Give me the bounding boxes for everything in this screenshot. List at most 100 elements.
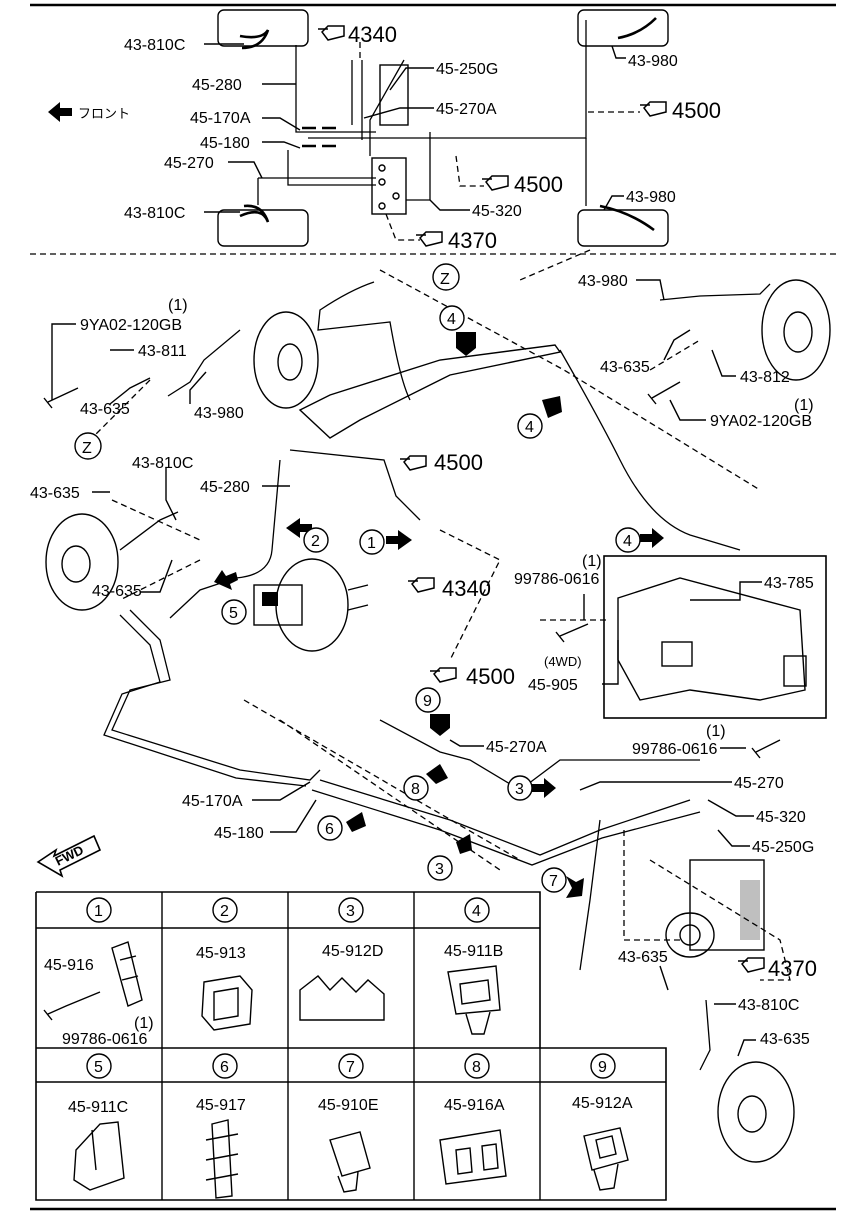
svg-text:4: 4: [525, 419, 534, 436]
svg-text:Z: Z: [82, 440, 92, 457]
arrow-9: [430, 714, 450, 736]
rotor-rear-left: [45, 513, 119, 611]
hose-front-right: [659, 283, 771, 301]
callout-8: 8: [403, 775, 429, 801]
svg-text:5: 5: [229, 605, 238, 622]
arrow-4c: [640, 528, 664, 548]
label-43-810c-top-bottom: 43-810C: [124, 205, 185, 222]
pipe-front-right: [559, 349, 741, 551]
callout-6: 6: [317, 815, 343, 841]
hose-rear-left: [119, 511, 179, 551]
hose-front-right: [617, 17, 657, 40]
svg-text:1: 1: [367, 535, 376, 552]
label-43-635-c: 43-635: [30, 485, 80, 502]
wheel-rear-left: [217, 209, 309, 247]
legend-cell-6: 6 45-917: [196, 1053, 246, 1199]
hu-outline: [371, 157, 407, 215]
ref-4340-b: 4340: [442, 576, 491, 601]
svg-text:9: 9: [423, 693, 432, 710]
svg-text:9: 9: [598, 1059, 607, 1076]
label-99786-b: 99786-0616: [632, 741, 718, 758]
wheel-front-right: [577, 9, 669, 47]
label-45-270-top: 45-270: [164, 155, 214, 172]
svg-text:3: 3: [435, 861, 444, 878]
legend-part-8: 45-916A: [444, 1097, 505, 1114]
brake-booster: [253, 558, 369, 652]
svg-text:3: 3: [515, 781, 524, 798]
label-43-635-b: 43-635: [600, 359, 650, 376]
label-43-980-c: 43-980: [194, 405, 244, 422]
pipe-master-links: [351, 60, 363, 140]
label-45-250g-top: 45-250G: [436, 61, 498, 78]
rotor-front-right: [761, 279, 831, 381]
label-43-785: 43-785: [764, 575, 814, 592]
pipe-45-270a: [379, 719, 700, 791]
svg-text:7: 7: [346, 1059, 355, 1076]
pipe-45-170a: [319, 779, 691, 856]
ref-4500-top-a: 4500: [672, 98, 721, 123]
legend-cell-3: 3 45-912D: [299, 897, 385, 1021]
callout-9: 9: [415, 687, 441, 713]
bolt-99786-b: [751, 739, 781, 759]
callout-z-left: Z: [74, 432, 102, 460]
callout-2: 2: [303, 527, 329, 553]
svg-text:2: 2: [220, 903, 229, 920]
pipe-z-front: [317, 281, 411, 401]
label-45-280-b: 45-280: [200, 479, 250, 496]
label-45-170a-b: 45-170A: [182, 793, 243, 810]
arrow-3a: [532, 778, 556, 798]
fwd-arrow-icon: FWD: [36, 834, 102, 878]
legend-cell-9: 9 45-912A: [572, 1053, 633, 1191]
label-99786-a: 99786-0616: [514, 571, 600, 588]
arrow-5: [214, 570, 238, 590]
arrow-1: [386, 530, 412, 550]
legend-cell-5: 5 45-911C: [68, 1053, 128, 1191]
label-43-812: 43-812: [740, 369, 790, 386]
arrow-2: [286, 518, 312, 538]
svg-text:(1): (1): [134, 1015, 154, 1032]
label-45-180-b: 45-180: [214, 825, 264, 842]
label-45-320-b: 45-320: [756, 809, 806, 826]
callout-7: 7: [541, 867, 567, 893]
legend-cell-8: 8 45-916A: [439, 1053, 507, 1185]
ref-4370-b: 4370: [768, 956, 817, 981]
label-45-180-top: 45-180: [200, 135, 250, 152]
legend-part-9: 45-912A: [572, 1095, 633, 1112]
legend-part-7: 45-910E: [318, 1097, 379, 1114]
connectors: [302, 126, 336, 148]
label-43-811: 43-811: [138, 343, 187, 360]
bolt-9ya02-a: [43, 387, 79, 409]
ref-4370-top: 4370: [448, 228, 497, 253]
callout-4a: 4: [439, 305, 465, 331]
pipe-rear-bundle: [111, 609, 321, 781]
label-45-270a-top: 45-270A: [436, 101, 497, 118]
wheel-front-left: [217, 9, 309, 47]
qty-9ya02-a: (1): [168, 297, 188, 314]
label-45-320-top: 45-320: [472, 203, 522, 220]
legend-bolt-part: 99786-0616: [62, 1031, 148, 1048]
legend-part-5: 45-911C: [68, 1099, 128, 1116]
top-schematic: フロント 43-810C 45-280 45-170A 45-180 45-27…: [48, 9, 721, 253]
label-43-635-e: 43-635: [618, 949, 668, 966]
pipe-rear-right: [579, 819, 601, 971]
callout-5: 5: [221, 599, 247, 625]
hydraulic-unit: [665, 859, 765, 958]
arrow-8: [426, 764, 448, 784]
bolt-9ya02-b: [647, 381, 681, 405]
svg-text:3: 3: [346, 903, 355, 920]
ref-4500-d: 4500: [466, 664, 515, 689]
legend-part-2: 45-913: [196, 945, 246, 962]
hose-rear-left: [239, 204, 270, 223]
pipe-45-180: [311, 789, 701, 866]
arrow-4b: [542, 396, 562, 418]
label-45-280-top: 45-280: [192, 77, 242, 94]
front-arrow-icon: [48, 102, 72, 122]
pipe-45-270: [257, 177, 376, 205]
label-9ya02-a: 9YA02-120GB: [80, 317, 182, 334]
label-43-635-f: 43-635: [760, 1031, 810, 1048]
legend-cell-7: 7 45-910E: [318, 1053, 379, 1193]
label-45-170a-top: 45-170A: [190, 110, 251, 127]
hose-front-left: [167, 329, 241, 397]
svg-text:4: 4: [472, 903, 481, 920]
